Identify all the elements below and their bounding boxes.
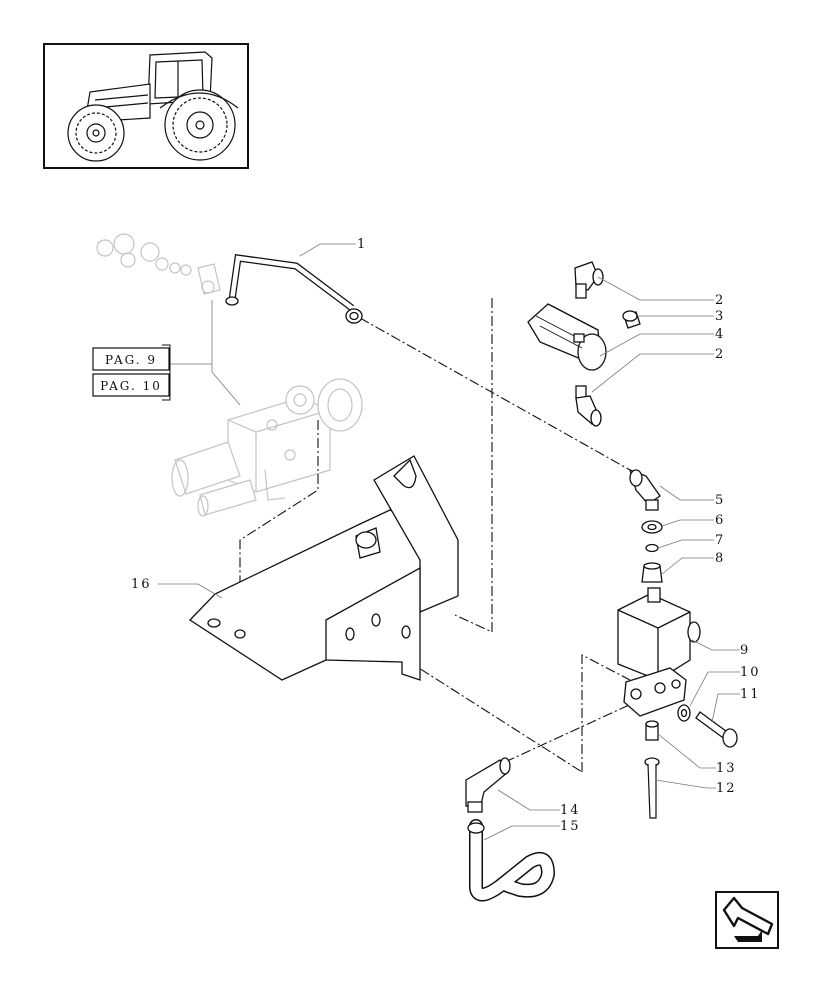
part-2-elbow-fitting-top[interactable] xyxy=(574,261,604,299)
part-1-pipe[interactable] xyxy=(225,254,363,324)
background-assembly xyxy=(96,233,363,517)
arrow-back-icon xyxy=(722,896,774,942)
page-ref-10[interactable]: PAG. 10 xyxy=(92,373,170,397)
callout-15: 15 xyxy=(560,819,581,834)
page-ref-label: PAG. 10 xyxy=(100,379,162,393)
back-navigation-button[interactable] xyxy=(715,891,779,949)
callout-3: 3 xyxy=(715,309,725,324)
part-15-hose[interactable] xyxy=(467,819,556,902)
callout-11: 11 xyxy=(740,687,761,702)
callout-9: 9 xyxy=(740,643,750,658)
callout-4: 4 xyxy=(715,327,725,342)
part-13-fitting[interactable] xyxy=(645,720,659,741)
part-2-elbow-fitting-bottom[interactable] xyxy=(575,385,602,427)
part-16-bracket[interactable] xyxy=(188,455,459,681)
callout-2: 2 xyxy=(715,293,725,308)
tractor-thumbnail[interactable] xyxy=(43,43,249,169)
part-14-elbow[interactable] xyxy=(465,757,511,813)
part-3-cap[interactable] xyxy=(622,310,641,329)
part-5-fitting[interactable] xyxy=(629,468,661,511)
callout-8: 8 xyxy=(715,551,725,566)
callouts: 1 2 3 4 2 5 6 7 8 9 10 11 13 12 14 15 16 xyxy=(131,237,761,834)
page-references: PAG. 9 PAG. 10 xyxy=(92,300,241,406)
part-7-o-ring[interactable] xyxy=(645,543,659,553)
callout-2: 2 xyxy=(715,347,725,362)
callout-5: 5 xyxy=(715,493,725,508)
part-11-bolt[interactable] xyxy=(695,711,738,748)
part-10-washer[interactable] xyxy=(677,704,691,722)
assembly-lines xyxy=(239,298,641,773)
part-6-washer[interactable] xyxy=(641,520,663,534)
callout-6: 6 xyxy=(715,513,725,528)
callout-10: 10 xyxy=(740,665,761,680)
page-ref-9[interactable]: PAG. 9 xyxy=(92,347,170,371)
part-12-tube[interactable] xyxy=(644,757,660,819)
callout-16: 16 xyxy=(131,577,152,592)
page-ref-label: PAG. 9 xyxy=(105,353,157,367)
callout-7: 7 xyxy=(715,533,725,548)
part-8-nipple[interactable] xyxy=(641,562,663,583)
leader-lines xyxy=(158,243,740,841)
part-4-valve-body[interactable] xyxy=(527,303,607,371)
callout-13: 13 xyxy=(716,761,737,776)
tractor-icon xyxy=(67,51,239,162)
callout-12: 12 xyxy=(716,781,737,796)
callout-14: 14 xyxy=(560,803,581,818)
callout-1: 1 xyxy=(357,237,367,252)
part-9-solenoid-valve[interactable] xyxy=(617,587,701,717)
